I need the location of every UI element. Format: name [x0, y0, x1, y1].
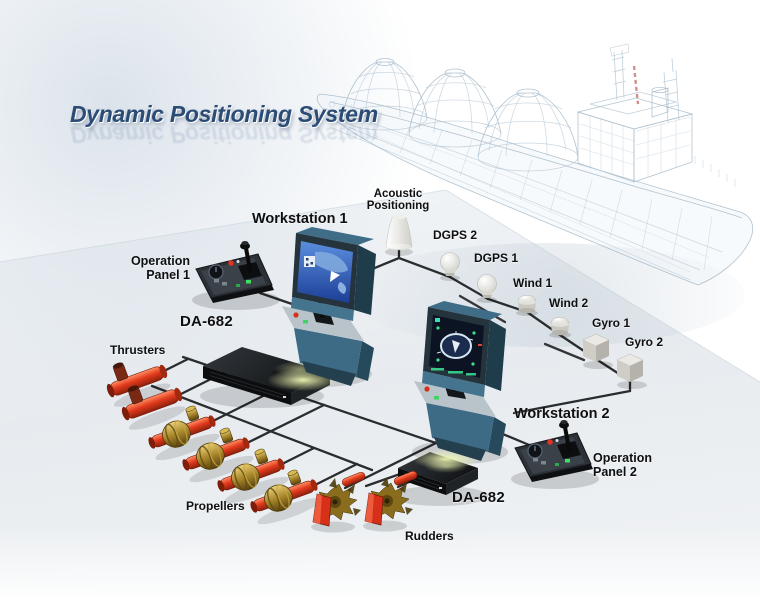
- gyro-1-label: Gyro 1: [592, 316, 631, 330]
- controller-2-label: DA-682: [452, 489, 505, 506]
- gyro-2-label: Gyro 2: [625, 335, 664, 349]
- diagram-title-block: Dynamic Positioning System Dynamic Posit…: [70, 101, 378, 148]
- wireframe-ship-illustration: [316, 43, 754, 286]
- wind-2-label: Wind 2: [549, 296, 589, 310]
- page-title-reflection: Dynamic Positioning System: [70, 122, 378, 148]
- rudders-label: Rudders: [405, 529, 454, 543]
- dgps-1-sensor: [476, 274, 498, 304]
- sensor-return-line: [512, 389, 632, 415]
- dgps-2-label: DGPS 2: [433, 228, 478, 242]
- workstation-1-screen: [297, 241, 353, 303]
- thrusters-label: Thrusters: [110, 343, 166, 357]
- workstation-2-label: Workstation 2: [514, 406, 610, 422]
- dgps-1-label: DGPS 1: [474, 251, 519, 265]
- operation-panel-1-label: Operation Panel 1: [130, 254, 190, 282]
- wind-1-sensor: [515, 294, 539, 317]
- acoustic-positioning-label: Acoustic Positioning: [366, 188, 430, 212]
- wind-1-label: Wind 1: [513, 276, 553, 290]
- workstation-1-console: [267, 227, 376, 391]
- workstation-1-label: Workstation 1: [252, 211, 348, 227]
- operation-panel-2-label: Operation Panel 2: [593, 451, 653, 479]
- wind-2-sensor: [548, 316, 572, 339]
- dgps-2-sensor: [439, 252, 461, 282]
- acoustic-positioning-sensor: [385, 214, 413, 256]
- controller-1-label: DA-682: [180, 313, 233, 330]
- workstation-2-console: [412, 301, 508, 469]
- propellers-label: Propellers: [186, 499, 245, 513]
- page-title: Dynamic Positioning System: [70, 101, 378, 127]
- actuator-rail-b: [150, 384, 374, 472]
